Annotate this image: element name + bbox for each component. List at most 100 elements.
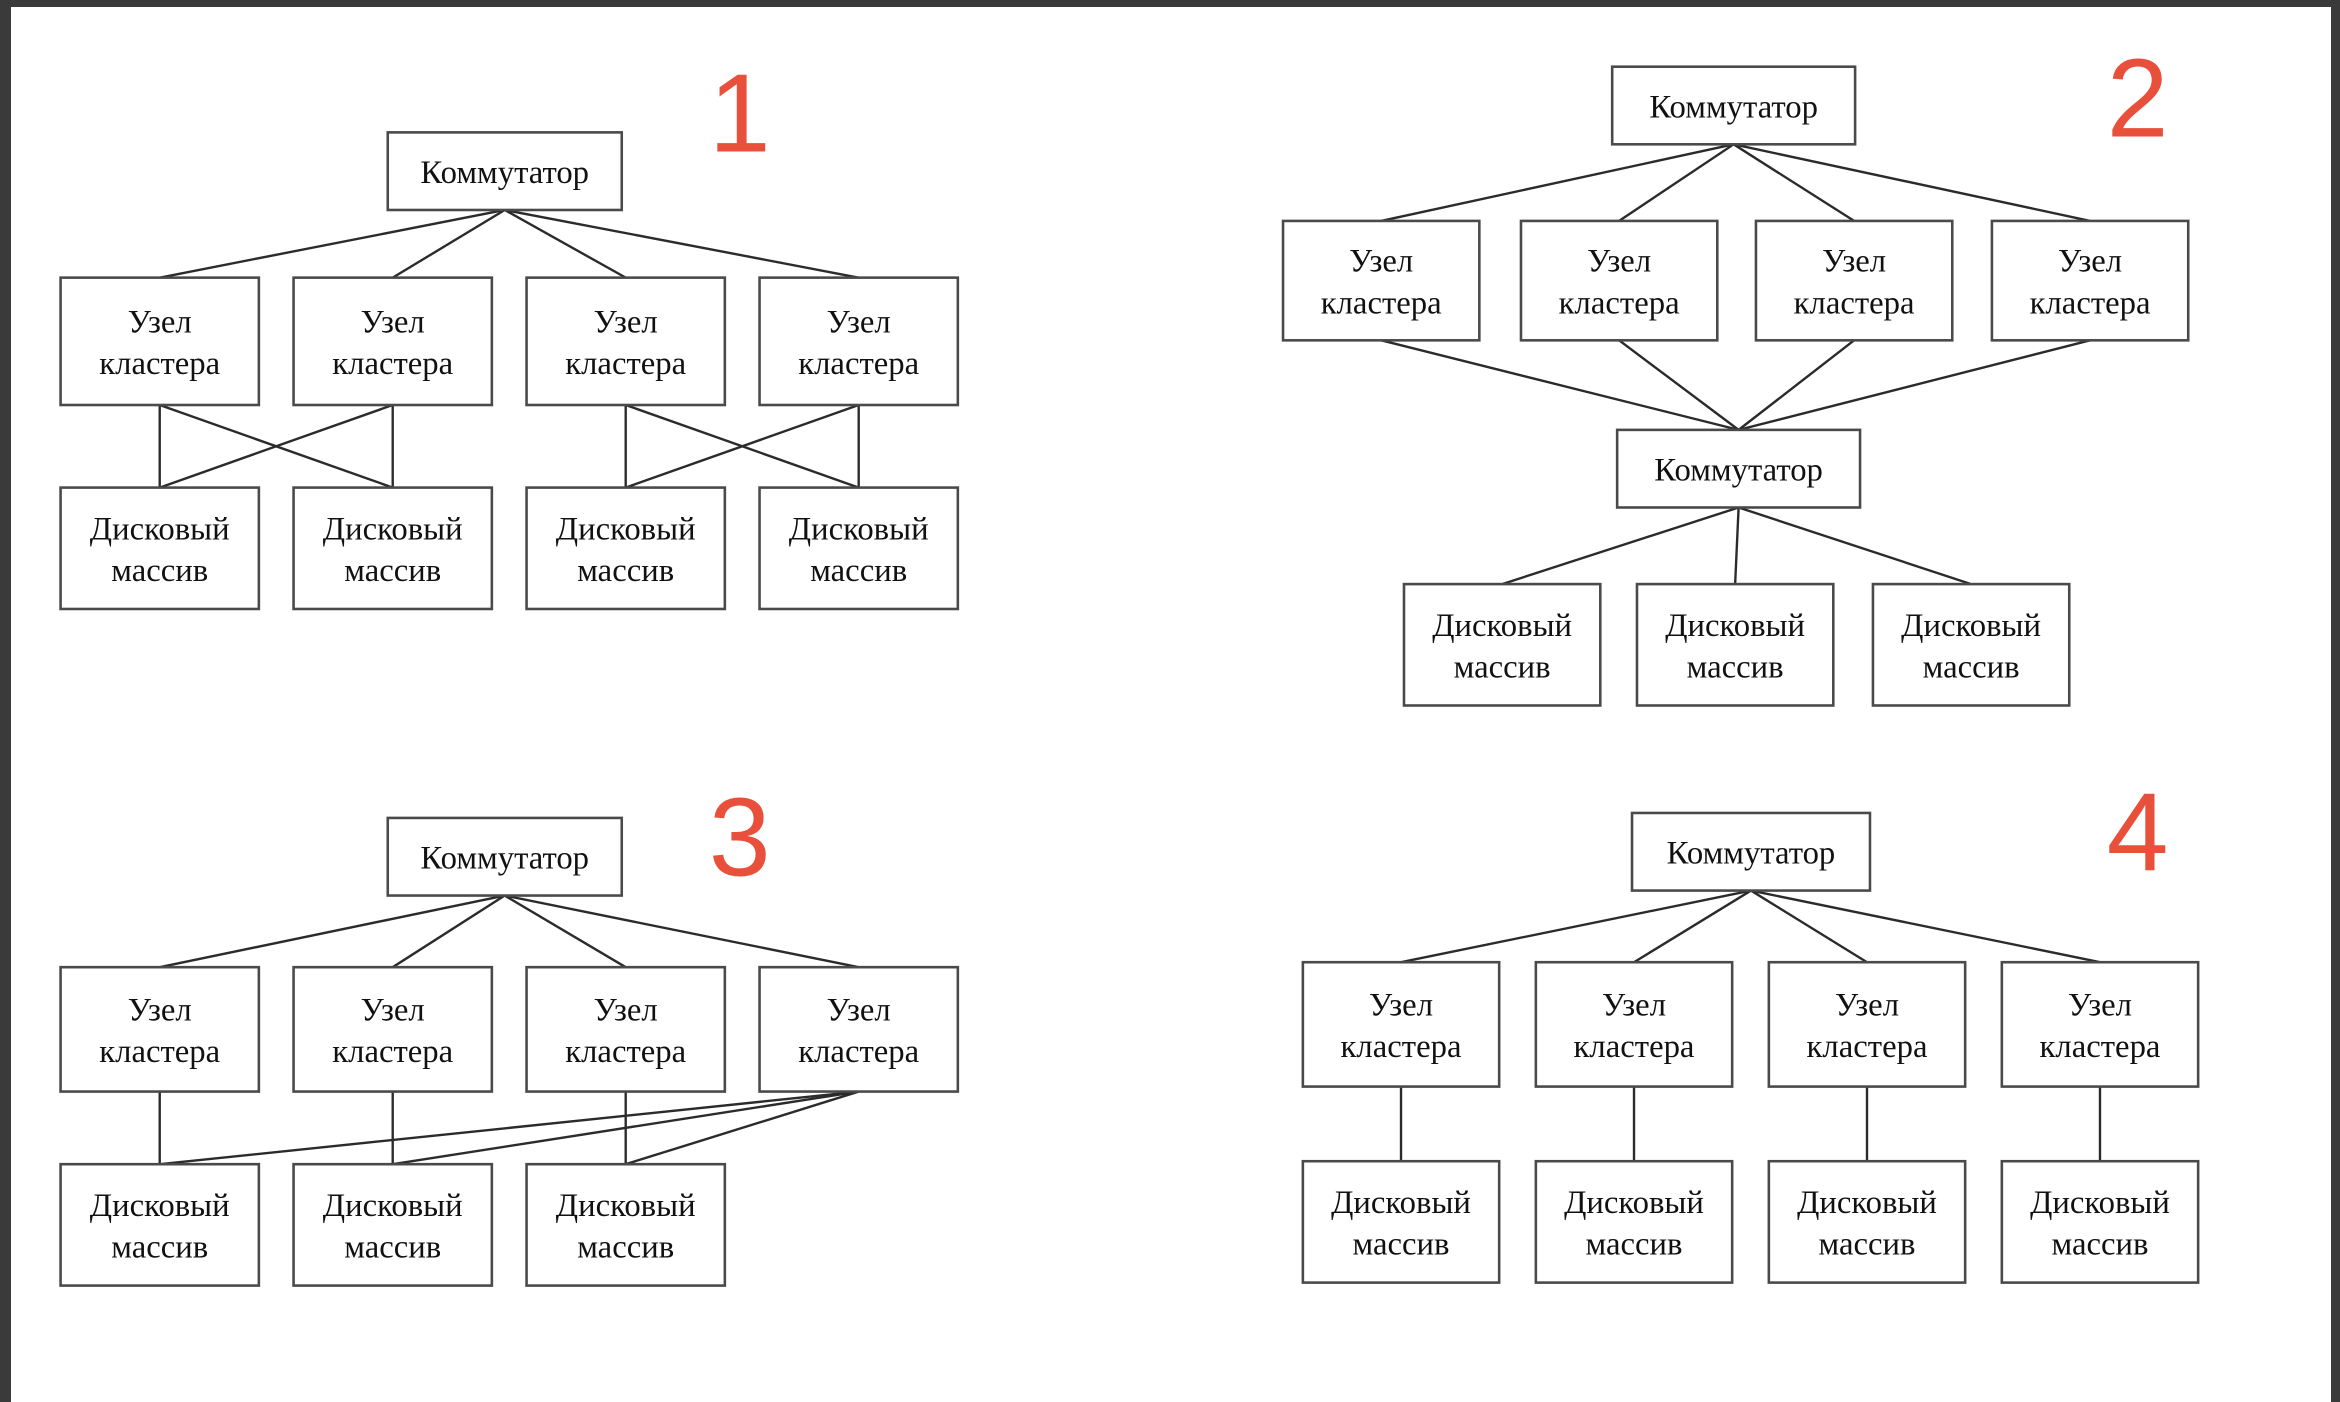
edge-sw1-n2: [1633, 889, 1752, 964]
disk-array-box[interactable]: [525, 1162, 727, 1287]
cluster-node-1-3[interactable]: Узел кластера: [525, 276, 727, 407]
cluster-node-label: кластера: [1574, 1029, 1695, 1065]
switch-box[interactable]: [1630, 811, 1872, 892]
disk-array-box[interactable]: [292, 1162, 494, 1287]
cluster-node-box[interactable]: [1767, 960, 1967, 1088]
edge-sw1-n4: [504, 894, 859, 969]
cluster-node-label: кластера: [1559, 285, 1680, 321]
cluster-node-box[interactable]: [1281, 219, 1481, 342]
cluster-node-box[interactable]: [292, 965, 494, 1093]
cluster-node-label: кластера: [565, 346, 686, 382]
diagram-3-edges: [158, 894, 860, 1166]
switch-2-2[interactable]: Коммутатор: [1615, 428, 1862, 509]
disk-array-label: массив: [1586, 1227, 1683, 1263]
diagram-2-edges: [1380, 143, 2091, 586]
switch-label: Коммутатор: [1649, 89, 1818, 125]
disk-array-box[interactable]: [1767, 1159, 1967, 1284]
disk-array-box[interactable]: [1635, 582, 1835, 707]
disk-array-label: массив: [111, 1230, 208, 1266]
cluster-node-label: Узел: [594, 304, 658, 340]
switch-box[interactable]: [1610, 65, 1857, 146]
diagram-canvas: КоммутаторУзелкластераУзелкластераУзелкл…: [59, 35, 2200, 1287]
disk-array-box[interactable]: [2000, 1159, 2200, 1284]
cluster-node-box[interactable]: [292, 276, 494, 407]
cluster-node-box[interactable]: [1754, 219, 1954, 342]
cluster-node-box[interactable]: [59, 276, 261, 407]
disk-array-box[interactable]: [1534, 1159, 1734, 1284]
cluster-node-box[interactable]: [525, 965, 727, 1093]
disk-array-box[interactable]: [59, 486, 261, 611]
cluster-node-box[interactable]: [758, 965, 960, 1093]
switch-4-1[interactable]: Коммутатор: [1630, 811, 1872, 892]
disk-array-box[interactable]: [758, 486, 960, 611]
disk-array-label: массив: [577, 1230, 674, 1266]
disk-array-label: Дисковый: [1331, 1185, 1471, 1221]
edge-sw2-d1: [1501, 506, 1739, 586]
cluster-node-label: кластера: [1794, 285, 1915, 321]
cluster-node-label: Узел: [2058, 244, 2122, 280]
edge-n2-sw2: [1618, 339, 1740, 431]
cluster-node-box[interactable]: [59, 965, 261, 1093]
cluster-node-box[interactable]: [1301, 960, 1501, 1088]
cluster-node-box[interactable]: [758, 276, 960, 407]
edge-n2-d1: [159, 403, 394, 489]
disk-array-box[interactable]: [1871, 582, 2071, 707]
edge-sw1-n4: [1733, 143, 2091, 223]
cluster-node-label: кластера: [1341, 1029, 1462, 1065]
disk-array-box[interactable]: [292, 486, 494, 611]
switch-box[interactable]: [386, 816, 624, 897]
switch-2-1[interactable]: Коммутатор: [1610, 65, 1857, 146]
cluster-node-box[interactable]: [2000, 960, 2200, 1088]
diagram-number-2: 2: [2107, 35, 2169, 160]
cluster-node-label: кластера: [798, 1034, 919, 1070]
disk-array-box[interactable]: [59, 1162, 261, 1287]
disk-array-box[interactable]: [525, 486, 727, 611]
disk-array-label: массив: [1923, 650, 2020, 686]
disk-array-label: массив: [810, 553, 907, 589]
disk-array-box[interactable]: [1301, 1159, 1501, 1284]
cluster-node-box[interactable]: [1534, 960, 1734, 1088]
disk-array-label: Дисковый: [556, 1188, 696, 1224]
disk-array-box[interactable]: [1402, 582, 1602, 707]
switch-3-1[interactable]: Коммутатор: [386, 816, 624, 897]
switch-box[interactable]: [386, 131, 624, 212]
cluster-node-box[interactable]: [1519, 219, 1719, 342]
switch-1-1[interactable]: Коммутатор: [386, 131, 624, 212]
cluster-node-box[interactable]: [525, 276, 727, 407]
edge-sw2-d3: [1738, 506, 1972, 586]
disk-array-label: Дисковый: [1665, 608, 1805, 644]
disk-array-3-3[interactable]: Дисковый массив: [525, 1162, 727, 1287]
disk-array-label: Дисковый: [90, 1188, 230, 1224]
disk-array-3-1[interactable]: Дисковый массив: [59, 1162, 261, 1287]
cluster-node-box[interactable]: [1990, 219, 2190, 342]
switch-box[interactable]: [1615, 428, 1862, 509]
diagram-number-1: 1: [709, 50, 771, 175]
